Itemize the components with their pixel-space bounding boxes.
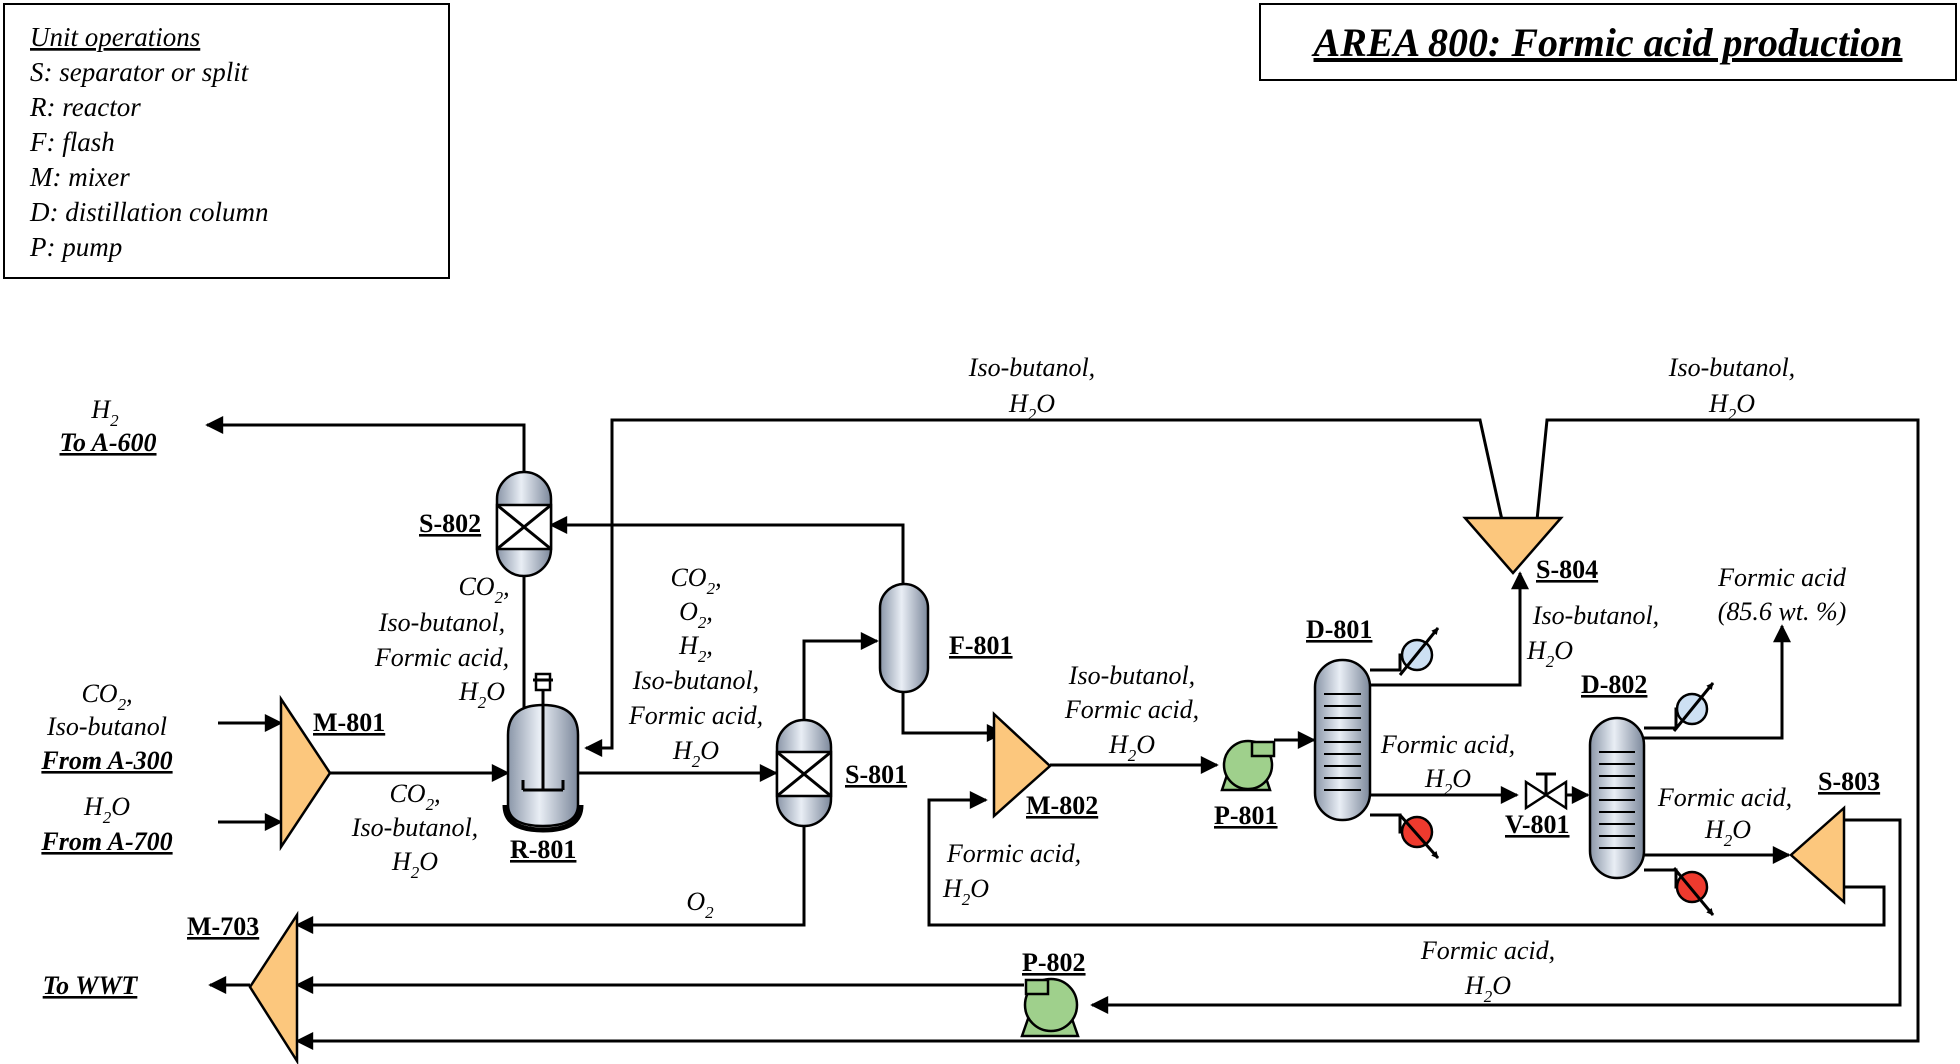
feed-co2-label: CO2, <box>81 679 132 714</box>
splitter-s804 <box>1462 516 1564 575</box>
title-box: AREA 800: Formic acid production <box>1259 3 1957 81</box>
legend-item: D: distillation column <box>29 197 269 227</box>
svg-text:H2O: H2O <box>672 736 719 771</box>
pump-p802 <box>1020 977 1080 1038</box>
svg-text:CO2,: CO2, <box>670 563 721 598</box>
tag-r801: R-801 <box>510 835 576 864</box>
svg-text:H2O: H2O <box>391 847 438 882</box>
svg-text:Formic acid,: Formic acid, <box>628 701 763 730</box>
tag-d801: D-801 <box>1306 615 1372 644</box>
to-a600: To A-600 <box>59 428 156 457</box>
page-title: AREA 800: Formic acid production <box>1311 20 1903 65</box>
splitter-s803 <box>1789 805 1846 905</box>
reactor-r801 <box>502 672 584 833</box>
svg-text:CO2,: CO2, <box>458 572 509 607</box>
endpoints: H2 To A-600 CO2, Iso-butanol From A-300 … <box>40 395 172 1000</box>
svg-text:O2,: O2, <box>679 597 713 632</box>
svg-text:H2O: H2O <box>1108 730 1155 765</box>
equipment-tags: S-802 M-801 R-801 S-801 F-801 M-802 M-70… <box>187 509 1880 977</box>
tag-p801: P-801 <box>1214 801 1278 830</box>
svg-text:Formic acid,: Formic acid, <box>1420 936 1555 965</box>
product-purity: (85.6 wt. %) <box>1718 597 1847 626</box>
legend-item: R: reactor <box>29 92 141 122</box>
separator-s801 <box>775 718 833 828</box>
tag-s803: S-803 <box>1818 767 1880 796</box>
svg-text:H2,: H2, <box>678 631 713 666</box>
svg-text:Iso-butanol,: Iso-butanol, <box>1668 353 1795 382</box>
stream-labels: CO2, Iso-butanol, H2O CO2, Iso-butanol, … <box>351 353 1847 1006</box>
svg-text:Formic acid,: Formic acid, <box>1064 695 1199 724</box>
from-a300: From A-300 <box>40 746 172 775</box>
flash-f801 <box>878 582 930 694</box>
tag-s804: S-804 <box>1536 555 1598 584</box>
mixer-m703 <box>248 910 299 1064</box>
mixer-m801 <box>279 694 332 852</box>
column-d801 <box>1313 627 1440 859</box>
pump-p801 <box>1220 739 1276 792</box>
svg-text:Formic acid,: Formic acid, <box>374 643 509 672</box>
stream-lines <box>205 416 1920 1050</box>
mixer-m802 <box>992 711 1052 819</box>
svg-text:Iso-butanol,: Iso-butanol, <box>351 813 478 842</box>
legend-heading: Unit operations <box>30 22 200 52</box>
svg-text:O2: O2 <box>686 887 714 922</box>
svg-text:Iso-butanol,: Iso-butanol, <box>968 353 1095 382</box>
svg-text:H2O: H2O <box>1424 764 1471 799</box>
tag-f801: F-801 <box>949 631 1013 660</box>
legend-box: Unit operations S: separator or split R:… <box>3 3 450 279</box>
to-wwt: To WWT <box>43 971 139 1000</box>
tag-s801: S-801 <box>845 760 907 789</box>
legend-item: S: separator or split <box>30 57 250 87</box>
svg-text:H2O: H2O <box>1008 389 1055 424</box>
svg-text:Formic acid,: Formic acid, <box>946 839 1081 868</box>
tag-m802: M-802 <box>1026 791 1098 820</box>
feed-isobutanol-label: Iso-butanol <box>46 712 167 741</box>
svg-text:Iso-butanol,: Iso-butanol, <box>632 666 759 695</box>
legend-item: F: flash <box>29 127 115 157</box>
svg-text:CO2,: CO2, <box>389 779 440 814</box>
from-a700: From A-700 <box>40 827 172 856</box>
svg-text:H2O: H2O <box>1704 815 1751 850</box>
svg-text:H2O: H2O <box>1708 389 1755 424</box>
svg-text:Formic acid,: Formic acid, <box>1380 730 1515 759</box>
tag-m801: M-801 <box>313 708 385 737</box>
separator-s802 <box>495 470 553 578</box>
tag-m703: M-703 <box>187 912 259 941</box>
valve-v801 <box>1524 772 1568 811</box>
tag-s802: S-802 <box>419 509 481 538</box>
tag-v801: V-801 <box>1505 810 1570 839</box>
tag-d802: D-802 <box>1581 670 1647 699</box>
svg-text:H2O: H2O <box>458 677 505 712</box>
feed-h2o-label: H2O <box>83 792 130 827</box>
svg-text:Iso-butanol,: Iso-butanol, <box>1532 601 1659 630</box>
svg-text:Formic acid,: Formic acid, <box>1657 783 1792 812</box>
svg-text:H2O: H2O <box>1526 636 1573 671</box>
legend-item: P: pump <box>29 232 122 262</box>
svg-text:H2O: H2O <box>1464 971 1511 1006</box>
svg-text:Iso-butanol,: Iso-butanol, <box>1068 661 1195 690</box>
h2-label: H2 <box>90 395 119 430</box>
svg-text:H2O: H2O <box>942 874 989 909</box>
tag-p802: P-802 <box>1022 948 1086 977</box>
product-label: Formic acid <box>1717 563 1847 592</box>
legend-item: M: mixer <box>29 162 130 192</box>
column-d802 <box>1588 682 1715 916</box>
svg-text:Iso-butanol,: Iso-butanol, <box>378 608 505 637</box>
